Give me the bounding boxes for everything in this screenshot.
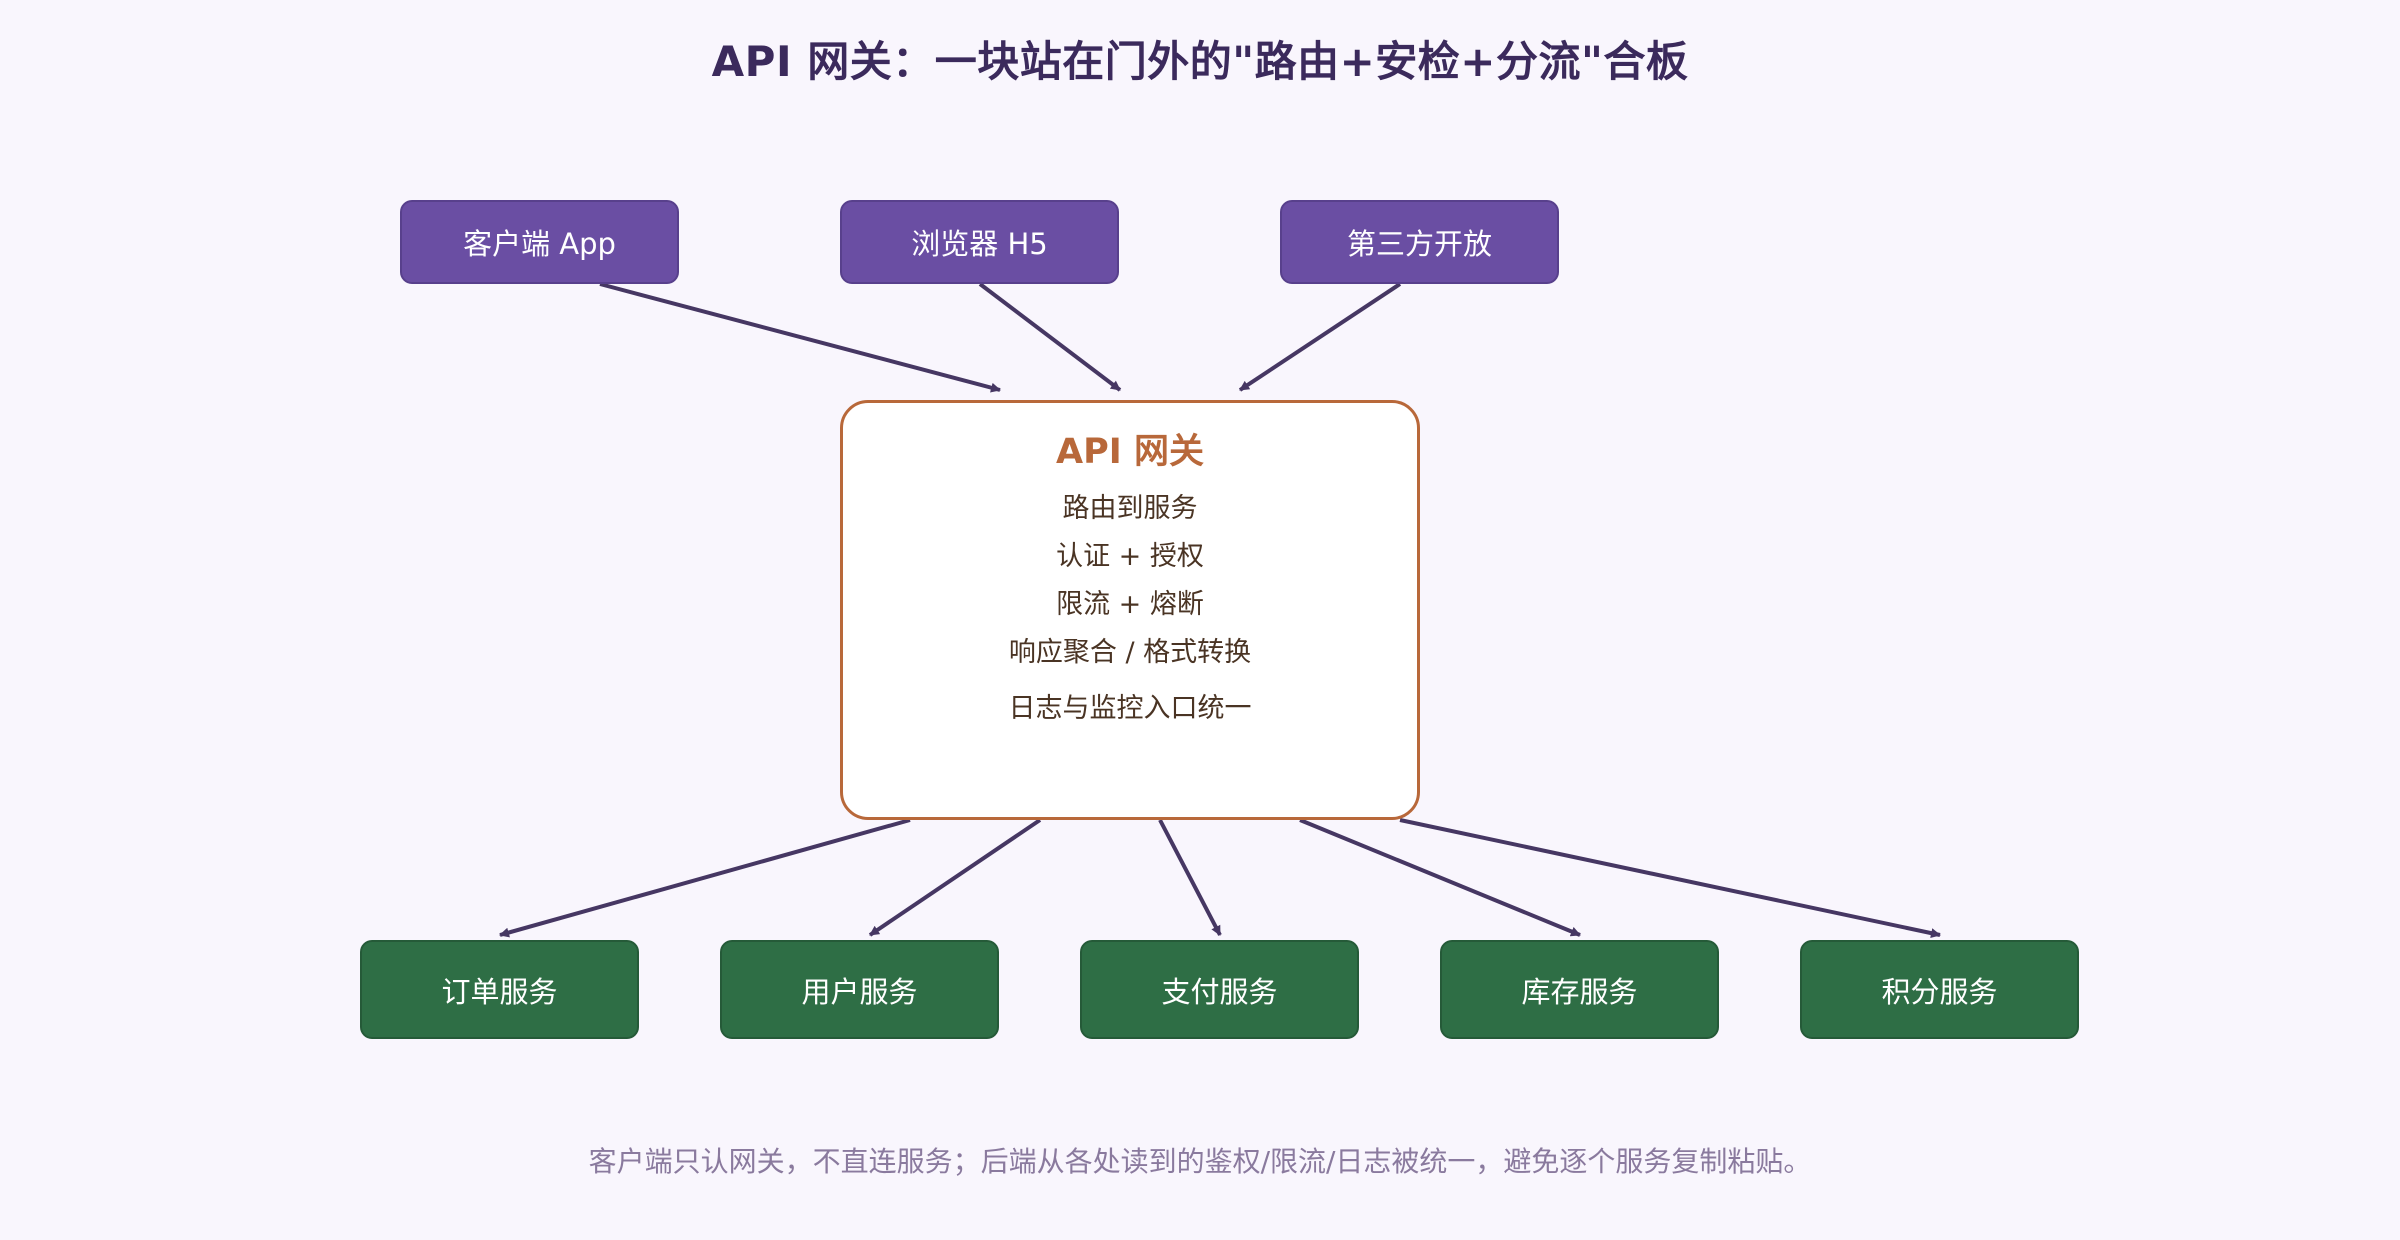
api-gateway-node[interactable]: API 网关 路由到服务 认证 + 授权 限流 + 熔断 响应聚合 / 格式转换… [840,400,1420,820]
payment-service-node[interactable]: 支付服务 [1080,940,1359,1039]
arrow-third-party-to-gateway [1238,282,1402,392]
arrow-gateway-to-inventory-service [1299,818,1581,937]
gateway-feature-auth: 认证 + 授权 [1056,541,1204,572]
gateway-feature-logging: 日志与监控入口统一 [1008,693,1252,724]
gateway-title: API 网关 [1056,432,1204,472]
inventory-service-label: 库存服务 [1521,974,1638,1009]
gateway-feature-rate-limit: 限流 + 熔断 [1056,589,1204,620]
inventory-service-node[interactable]: 库存服务 [1440,940,1719,1039]
client-app-node[interactable]: 客户端 App [400,200,679,284]
gateway-feature-aggregation: 响应聚合 / 格式转换 [1008,637,1252,668]
diagram-caption: 客户端只认网关，不直连服务；后端从各处读到的鉴权/限流/日志被统一，避免逐个服务… [588,1145,1812,1178]
order-service-node[interactable]: 订单服务 [360,940,639,1039]
browser-h5-node[interactable]: 浏览器 H5 [840,200,1119,284]
arrow-gateway-to-points-service [1399,818,1941,939]
third-party-label: 第三方开放 [1346,227,1492,261]
diagram-title: API 网关：一块站在门外的"路由+安检+分流"合板 [711,37,1689,86]
arrow-gateway-to-payment-service [1158,819,1222,936]
browser-h5-label: 浏览器 H5 [911,227,1048,261]
arrow-browser-h5-to-gateway [978,282,1122,392]
user-service-node[interactable]: 用户服务 [720,940,999,1039]
payment-service-label: 支付服务 [1161,974,1278,1009]
points-service-node[interactable]: 积分服务 [1800,940,2079,1039]
gateway-feature-routing: 路由到服务 [1062,493,1198,524]
client-app-label: 客户端 App [463,227,616,261]
arrow-gateway-to-user-service [868,818,1042,937]
user-service-label: 用户服务 [801,974,918,1009]
arrow-client-app-to-gateway [599,282,1001,393]
order-service-label: 订单服务 [441,974,558,1009]
arrow-gateway-to-order-service [499,818,911,938]
points-service-label: 积分服务 [1881,974,1998,1009]
third-party-node[interactable]: 第三方开放 [1280,200,1559,284]
